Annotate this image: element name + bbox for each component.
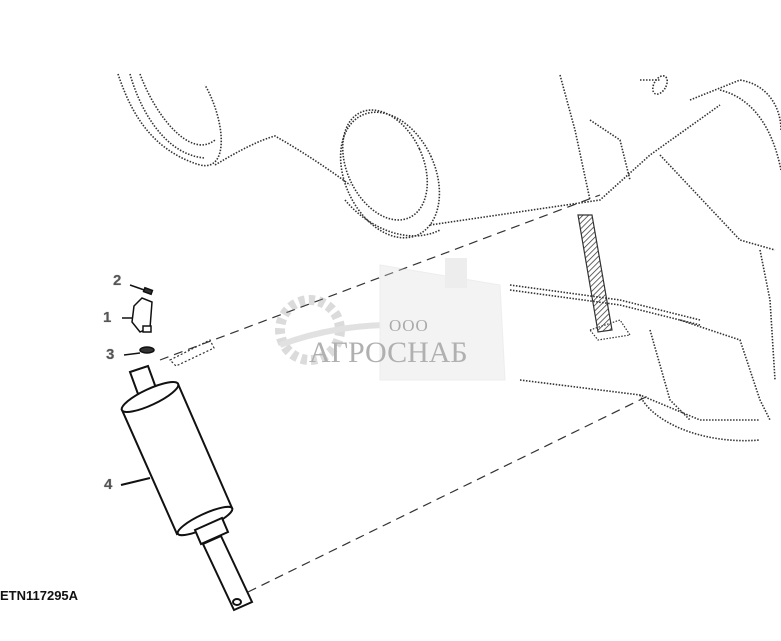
watermark-logo (275, 258, 506, 381)
part-3-washer (123, 346, 155, 356)
part-1-fitting (122, 297, 153, 333)
alignment-lines (159, 194, 651, 593)
hose-fragment (168, 339, 215, 367)
callout-4: 4 (104, 476, 113, 493)
callout-1: 1 (103, 309, 112, 326)
part-2-pin (129, 284, 154, 296)
spring-strut (577, 214, 632, 341)
figure-id-label: ETN117295A (0, 588, 79, 603)
callout-2: 2 (113, 272, 122, 289)
part-4-cylinder (120, 364, 254, 612)
watermark-prefix: ООО (389, 316, 429, 335)
background-assembly-outline (117, 73, 781, 442)
watermark-name: АГРОСНАБ (309, 336, 468, 369)
callout-3: 3 (106, 346, 115, 363)
